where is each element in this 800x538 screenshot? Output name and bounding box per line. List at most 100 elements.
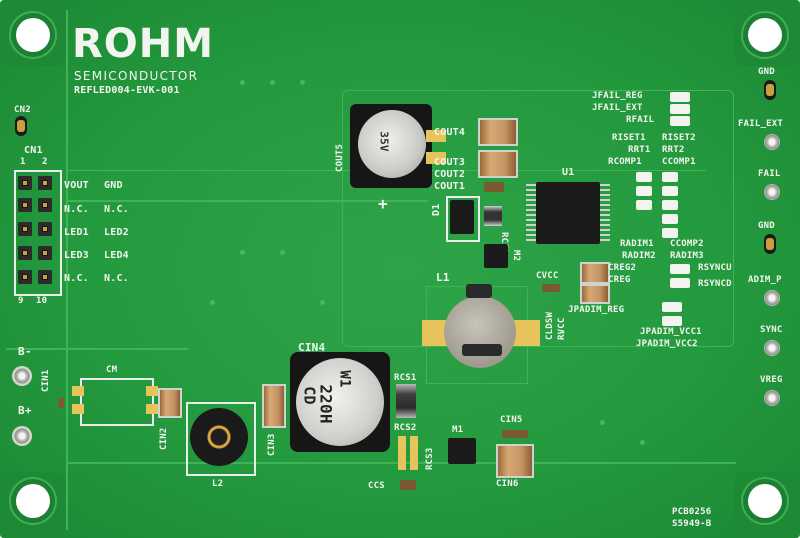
jfail-reg-jumper xyxy=(670,92,690,102)
radim2-label: RADIM2 xyxy=(622,251,656,261)
cvcc-label: CVCC xyxy=(536,271,559,281)
radim1-label: RADIM1 xyxy=(620,239,654,249)
cn1-row-left: LED3 xyxy=(64,250,89,261)
d1-label: D1 xyxy=(431,203,442,216)
rcs3-label: RCS3 xyxy=(425,447,435,470)
cin4-print: 220H xyxy=(316,384,336,424)
mounting-hole-tl xyxy=(16,18,50,52)
via xyxy=(240,250,245,255)
u1-ic xyxy=(536,182,600,244)
rcs2-pad xyxy=(398,436,406,470)
u1-pins-right xyxy=(600,184,610,242)
l2-outline xyxy=(186,402,256,476)
radim3-label: RADIM3 xyxy=(670,251,704,261)
cout5-print: 35V xyxy=(377,131,391,152)
via xyxy=(560,330,565,335)
fail-ext-label: FAIL_EXT xyxy=(738,119,783,129)
cout1-label: COUT1 xyxy=(434,181,466,192)
cn1-pin xyxy=(38,246,52,260)
bplus-terminal xyxy=(12,426,32,446)
rsyncd-resistor xyxy=(670,278,690,288)
cout3-label: COUT3 xyxy=(434,157,466,168)
passive-pad xyxy=(662,228,678,238)
passive-pad xyxy=(662,214,678,224)
gnd-mid-label: GND xyxy=(758,221,775,231)
via xyxy=(640,440,645,445)
u1-pins-left xyxy=(526,184,536,242)
via xyxy=(600,420,605,425)
l2-inductor xyxy=(190,408,248,466)
ccomp1-label: CCOMP1 xyxy=(662,157,696,167)
cn1-pin xyxy=(18,270,32,284)
creg2-capacitor xyxy=(580,262,610,284)
cin5-pad xyxy=(502,430,528,438)
rsyncd-label: RSYNCD xyxy=(698,279,732,289)
pcb-number: PCB0256 xyxy=(672,507,712,517)
bplus-label: B+ xyxy=(18,404,32,417)
cn1-pin2: 2 xyxy=(42,157,48,167)
cn2-label: CN2 xyxy=(14,105,31,115)
cout5-pad xyxy=(426,152,446,164)
cin2-capacitor xyxy=(158,388,182,418)
brand-logo: ROHM xyxy=(72,21,215,67)
cin1-label: CIN1 xyxy=(41,369,51,392)
m2-label: M2 xyxy=(511,250,521,262)
gnd-top-brass xyxy=(766,84,774,96)
d1-diode xyxy=(450,200,474,234)
rrt1-label: RRT1 xyxy=(628,145,651,155)
m1-mosfet xyxy=(448,438,476,464)
adim-p-label: ADIM_P xyxy=(748,275,782,285)
mounting-hole-br xyxy=(748,484,782,518)
trace-power-loop xyxy=(342,90,734,347)
cout4-capacitor xyxy=(478,118,518,146)
rcsl-resistor xyxy=(484,206,502,226)
via xyxy=(280,250,285,255)
passive-pad xyxy=(636,200,652,210)
cout3-capacitor xyxy=(478,150,518,178)
cm-pad xyxy=(72,404,84,414)
cn1-pin9: 9 xyxy=(18,296,24,306)
creg2-label: CREG2 xyxy=(608,263,637,273)
rfail-resistor xyxy=(670,116,690,126)
adim-p-testpoint xyxy=(764,290,780,306)
l1-inductor xyxy=(444,296,516,368)
bminus-label: B- xyxy=(18,345,32,358)
cn1-pin xyxy=(18,246,32,260)
cn1-pin xyxy=(18,176,32,190)
cn1-pin xyxy=(38,198,52,212)
gnd-top-label: GND xyxy=(758,67,775,77)
cn1-pin xyxy=(38,270,52,284)
via xyxy=(270,80,275,85)
cin6-label: CIN6 xyxy=(496,479,519,489)
vreg-testpoint xyxy=(764,390,780,406)
cin4-print: W1 xyxy=(336,370,353,388)
pcb-revision: S5949-B xyxy=(672,519,712,529)
u1-label: U1 xyxy=(562,167,575,178)
cn1-pin1: 1 xyxy=(20,157,26,167)
gnd-mid-brass xyxy=(766,238,774,250)
l1-band xyxy=(462,344,502,356)
cout5-capacitor xyxy=(358,110,426,178)
cvcc-pad xyxy=(542,284,560,292)
rcomp1-label: RCOMP1 xyxy=(608,157,642,167)
trace-left-vert xyxy=(66,10,68,530)
cn2-terminal-brass xyxy=(17,120,25,132)
cn1-row-right: N.C. xyxy=(104,273,129,284)
cn1-row-left: LED1 xyxy=(64,227,89,238)
rvcc-label: RVCC xyxy=(557,317,567,340)
l1-band-top xyxy=(466,284,492,298)
cn1-row-left: N.C. xyxy=(64,204,89,215)
cn1-pin10: 10 xyxy=(36,296,48,306)
passive-pad xyxy=(662,172,678,182)
cn1-pin xyxy=(18,222,32,236)
rcs1-resistor xyxy=(396,384,416,418)
passive-pad xyxy=(662,200,678,210)
rrt2-label: RRT2 xyxy=(662,145,685,155)
cn1-row-right: N.C. xyxy=(104,204,129,215)
cm-pad xyxy=(146,386,158,396)
cout1-pad xyxy=(484,182,504,192)
l2-label: L2 xyxy=(212,479,224,489)
cn1-row-right: LED2 xyxy=(104,227,129,238)
cn1-pin xyxy=(18,198,32,212)
cldsw-label: CLDSW xyxy=(545,311,555,340)
